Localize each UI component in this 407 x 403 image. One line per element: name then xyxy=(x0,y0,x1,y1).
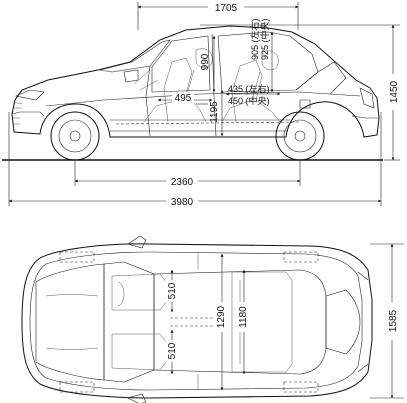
rear-seat-height-label: 1195 xyxy=(209,101,220,123)
interior-width-dimension: 1180 xyxy=(236,269,250,375)
seat-to-floor-label: 495 xyxy=(175,93,192,104)
side-mirror xyxy=(123,69,139,83)
svg-text:435 (左右): 435 (左右) xyxy=(228,83,270,94)
height-dimension: 1450 xyxy=(200,24,400,161)
side-view: 1705 1450 990 905 (左右) 925 (中央) xyxy=(2,2,400,208)
svg-text:925 (中央): 925 (中央) xyxy=(259,18,270,60)
front-wheel xyxy=(50,111,100,161)
c-pillar xyxy=(295,61,347,95)
interior-width-label: 1180 xyxy=(238,306,249,328)
top-body-outline xyxy=(21,243,373,399)
front-grille xyxy=(12,101,23,125)
tail-lamps-top xyxy=(357,271,369,373)
front-occupant xyxy=(143,48,213,123)
hood xyxy=(35,263,105,381)
rear-headroom-side-value: 905 xyxy=(250,45,260,60)
rear-seat-dimension: 435 (左右) 450 (中央) xyxy=(225,83,281,106)
svg-text:905 (左右): 905 (左右) xyxy=(249,18,260,60)
front-seat-width-label: 510 xyxy=(167,282,178,299)
top-body-inner xyxy=(29,251,363,391)
top-wheels xyxy=(59,251,319,393)
rear-headroom-side-note: (左右) xyxy=(249,18,260,42)
belt-line xyxy=(45,91,361,107)
front-seat-left xyxy=(111,273,167,311)
overall-width-label: 1585 xyxy=(388,309,399,332)
rear-bumper xyxy=(351,115,379,119)
right-mirror xyxy=(127,393,147,403)
rear-seat-side-value: 435 xyxy=(228,84,243,94)
left-mirror xyxy=(127,235,147,249)
steering-wheel xyxy=(133,69,159,91)
front-headroom-label: 990 xyxy=(200,53,211,70)
seat-to-floor-dimension: 495 xyxy=(157,92,213,104)
cabin-width-dimension: 1290 xyxy=(214,253,228,391)
car-body-outline xyxy=(11,25,380,138)
roof-length-label: 1705 xyxy=(215,3,238,14)
rear-seat-height-dimension: 1195 xyxy=(209,89,224,137)
rear-seat-center-value: 450 xyxy=(228,96,243,106)
fuel-lid xyxy=(299,99,311,109)
overall-length-dimension: 3980 xyxy=(8,112,382,208)
wheelbase-dimension: 2360 xyxy=(74,160,301,188)
hood-line xyxy=(45,294,99,350)
top-windshield xyxy=(103,261,155,383)
cabin-width-label: 1290 xyxy=(216,305,227,328)
rear-hatch xyxy=(325,289,361,355)
top-view: 510 510 1290 1180 1585 xyxy=(21,235,404,403)
rear-seat-side-note: (左右) xyxy=(246,83,270,94)
front-seat-right xyxy=(111,333,167,371)
overall-width-dimension: 1585 xyxy=(370,243,404,399)
height-label: 1450 xyxy=(389,80,400,103)
rear-seat-width-dimension: 510 xyxy=(165,329,178,375)
front-bumper xyxy=(11,111,45,117)
floor-line xyxy=(115,121,301,125)
tail-lamp xyxy=(359,87,375,109)
rear-headroom-center-value: 925 xyxy=(260,45,270,60)
steering-wheel-top xyxy=(117,281,125,307)
rear-seat-center-note: (中央) xyxy=(246,95,270,106)
door-cut xyxy=(145,65,217,137)
rear-headroom-dimension: 905 (左右) 925 (中央) xyxy=(249,18,274,93)
rear-headroom-center-note: (中央) xyxy=(259,18,270,42)
front-seat-silhouette xyxy=(163,57,207,123)
windshield xyxy=(99,39,171,73)
rear-occupant xyxy=(221,50,279,123)
svg-text:450 (中央): 450 (中央) xyxy=(228,95,270,106)
headlight xyxy=(14,89,45,101)
rear-wheel xyxy=(275,111,325,161)
front-seat-width-dimension: 510 xyxy=(165,269,178,313)
rear-seat-width-label: 510 xyxy=(167,342,178,359)
wheelbase-label: 2360 xyxy=(171,177,194,188)
front-door-window xyxy=(151,35,211,93)
front-headroom-dimension: 990 xyxy=(200,35,216,93)
roof-length-dimension: 1705 xyxy=(137,2,299,30)
overall-length-label: 3980 xyxy=(171,197,194,208)
rear-seat-silhouette xyxy=(231,59,281,123)
